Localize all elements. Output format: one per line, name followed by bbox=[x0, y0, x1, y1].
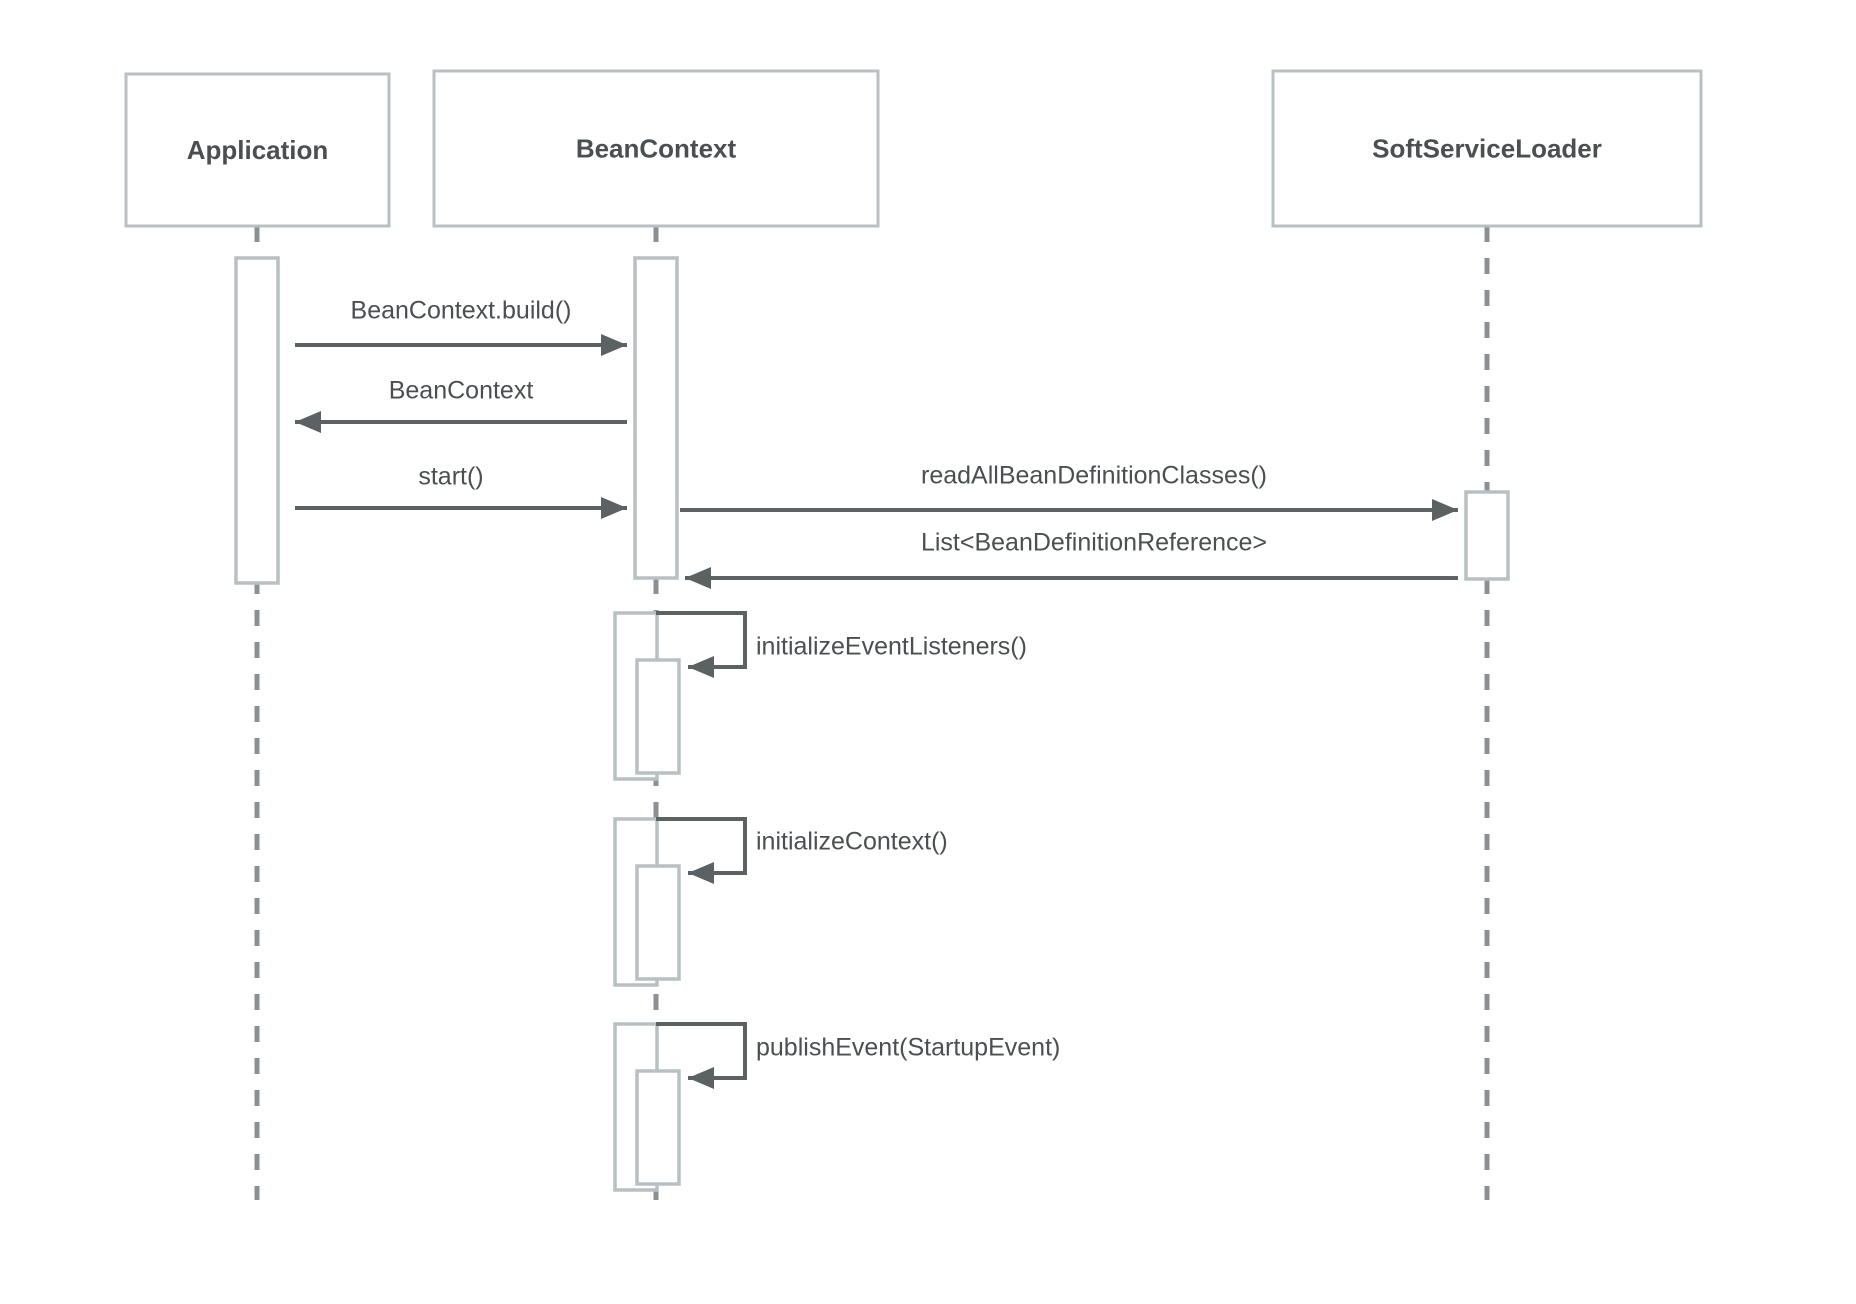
messages-layer: BeanContext.build() BeanContext start() rea… bbox=[295, 297, 1458, 1089]
message-msg-list-return: List<BeanDefinitionReference> bbox=[685, 529, 1458, 589]
message-label-msg-beancontext-return: BeanContext bbox=[389, 377, 534, 405]
arrowhead bbox=[688, 1067, 714, 1089]
message-path bbox=[656, 1022, 747, 1080]
participant-softserviceloader[interactable]: SoftServiceLoader bbox=[1271, 69, 1703, 228]
activation-bar-act-pub-inner bbox=[635, 1069, 681, 1186]
message-msg-publish-event: publishEvent(StartupEvent) bbox=[656, 1022, 1060, 1089]
activation-bar-act-ctx-inner bbox=[635, 864, 681, 981]
message-path bbox=[656, 817, 747, 875]
arrowhead bbox=[601, 497, 627, 519]
message-msg-start: start() bbox=[295, 463, 627, 519]
message-label-msg-readall: readAllBeanDefinitionClasses() bbox=[921, 462, 1267, 490]
arrowhead bbox=[1432, 499, 1458, 521]
activation-bar-act-evt-inner bbox=[635, 658, 681, 775]
arrowhead bbox=[601, 334, 627, 356]
message-label-msg-initialize-context: initializeContext() bbox=[756, 828, 948, 856]
arrowhead bbox=[688, 862, 714, 884]
message-label-msg-initialize-event-listeners: initializeEventListeners() bbox=[756, 633, 1027, 661]
message-msg-readall: readAllBeanDefinitionClasses() bbox=[680, 462, 1458, 521]
activations-layer bbox=[234, 256, 1510, 1192]
message-msg-build: BeanContext.build() bbox=[295, 297, 627, 356]
participant-label-softserviceloader: SoftServiceLoader bbox=[1372, 133, 1602, 163]
participant-box-beancontext[interactable] bbox=[432, 69, 880, 228]
participants-layer: Application BeanContext SoftServiceLoader bbox=[124, 69, 1703, 228]
message-label-msg-list-return: List<BeanDefinitionReference> bbox=[921, 529, 1267, 557]
message-msg-initialize-context: initializeContext() bbox=[656, 817, 948, 884]
arrowhead bbox=[685, 567, 711, 589]
participant-box-application[interactable] bbox=[124, 72, 391, 228]
message-label-msg-start: start() bbox=[418, 463, 483, 491]
participant-beancontext[interactable]: BeanContext bbox=[432, 69, 880, 228]
activation-bar-act-application bbox=[234, 256, 280, 585]
participant-application[interactable]: Application bbox=[124, 72, 391, 228]
arrowhead bbox=[295, 411, 321, 433]
message-msg-initialize-event-listeners: initializeEventListeners() bbox=[656, 611, 1027, 678]
activation-bar-act-beancontext-main bbox=[633, 256, 679, 580]
message-label-msg-publish-event: publishEvent(StartupEvent) bbox=[756, 1034, 1060, 1062]
arrowhead bbox=[688, 656, 714, 678]
activation-bar-act-softserviceloader bbox=[1464, 490, 1510, 581]
participant-label-beancontext: BeanContext bbox=[576, 133, 737, 163]
message-path bbox=[656, 611, 747, 669]
participant-label-application: Application bbox=[187, 135, 329, 165]
participant-box-softserviceloader[interactable] bbox=[1271, 69, 1703, 228]
message-label-msg-build: BeanContext.build() bbox=[351, 297, 572, 325]
message-msg-beancontext-return: BeanContext bbox=[295, 377, 627, 433]
